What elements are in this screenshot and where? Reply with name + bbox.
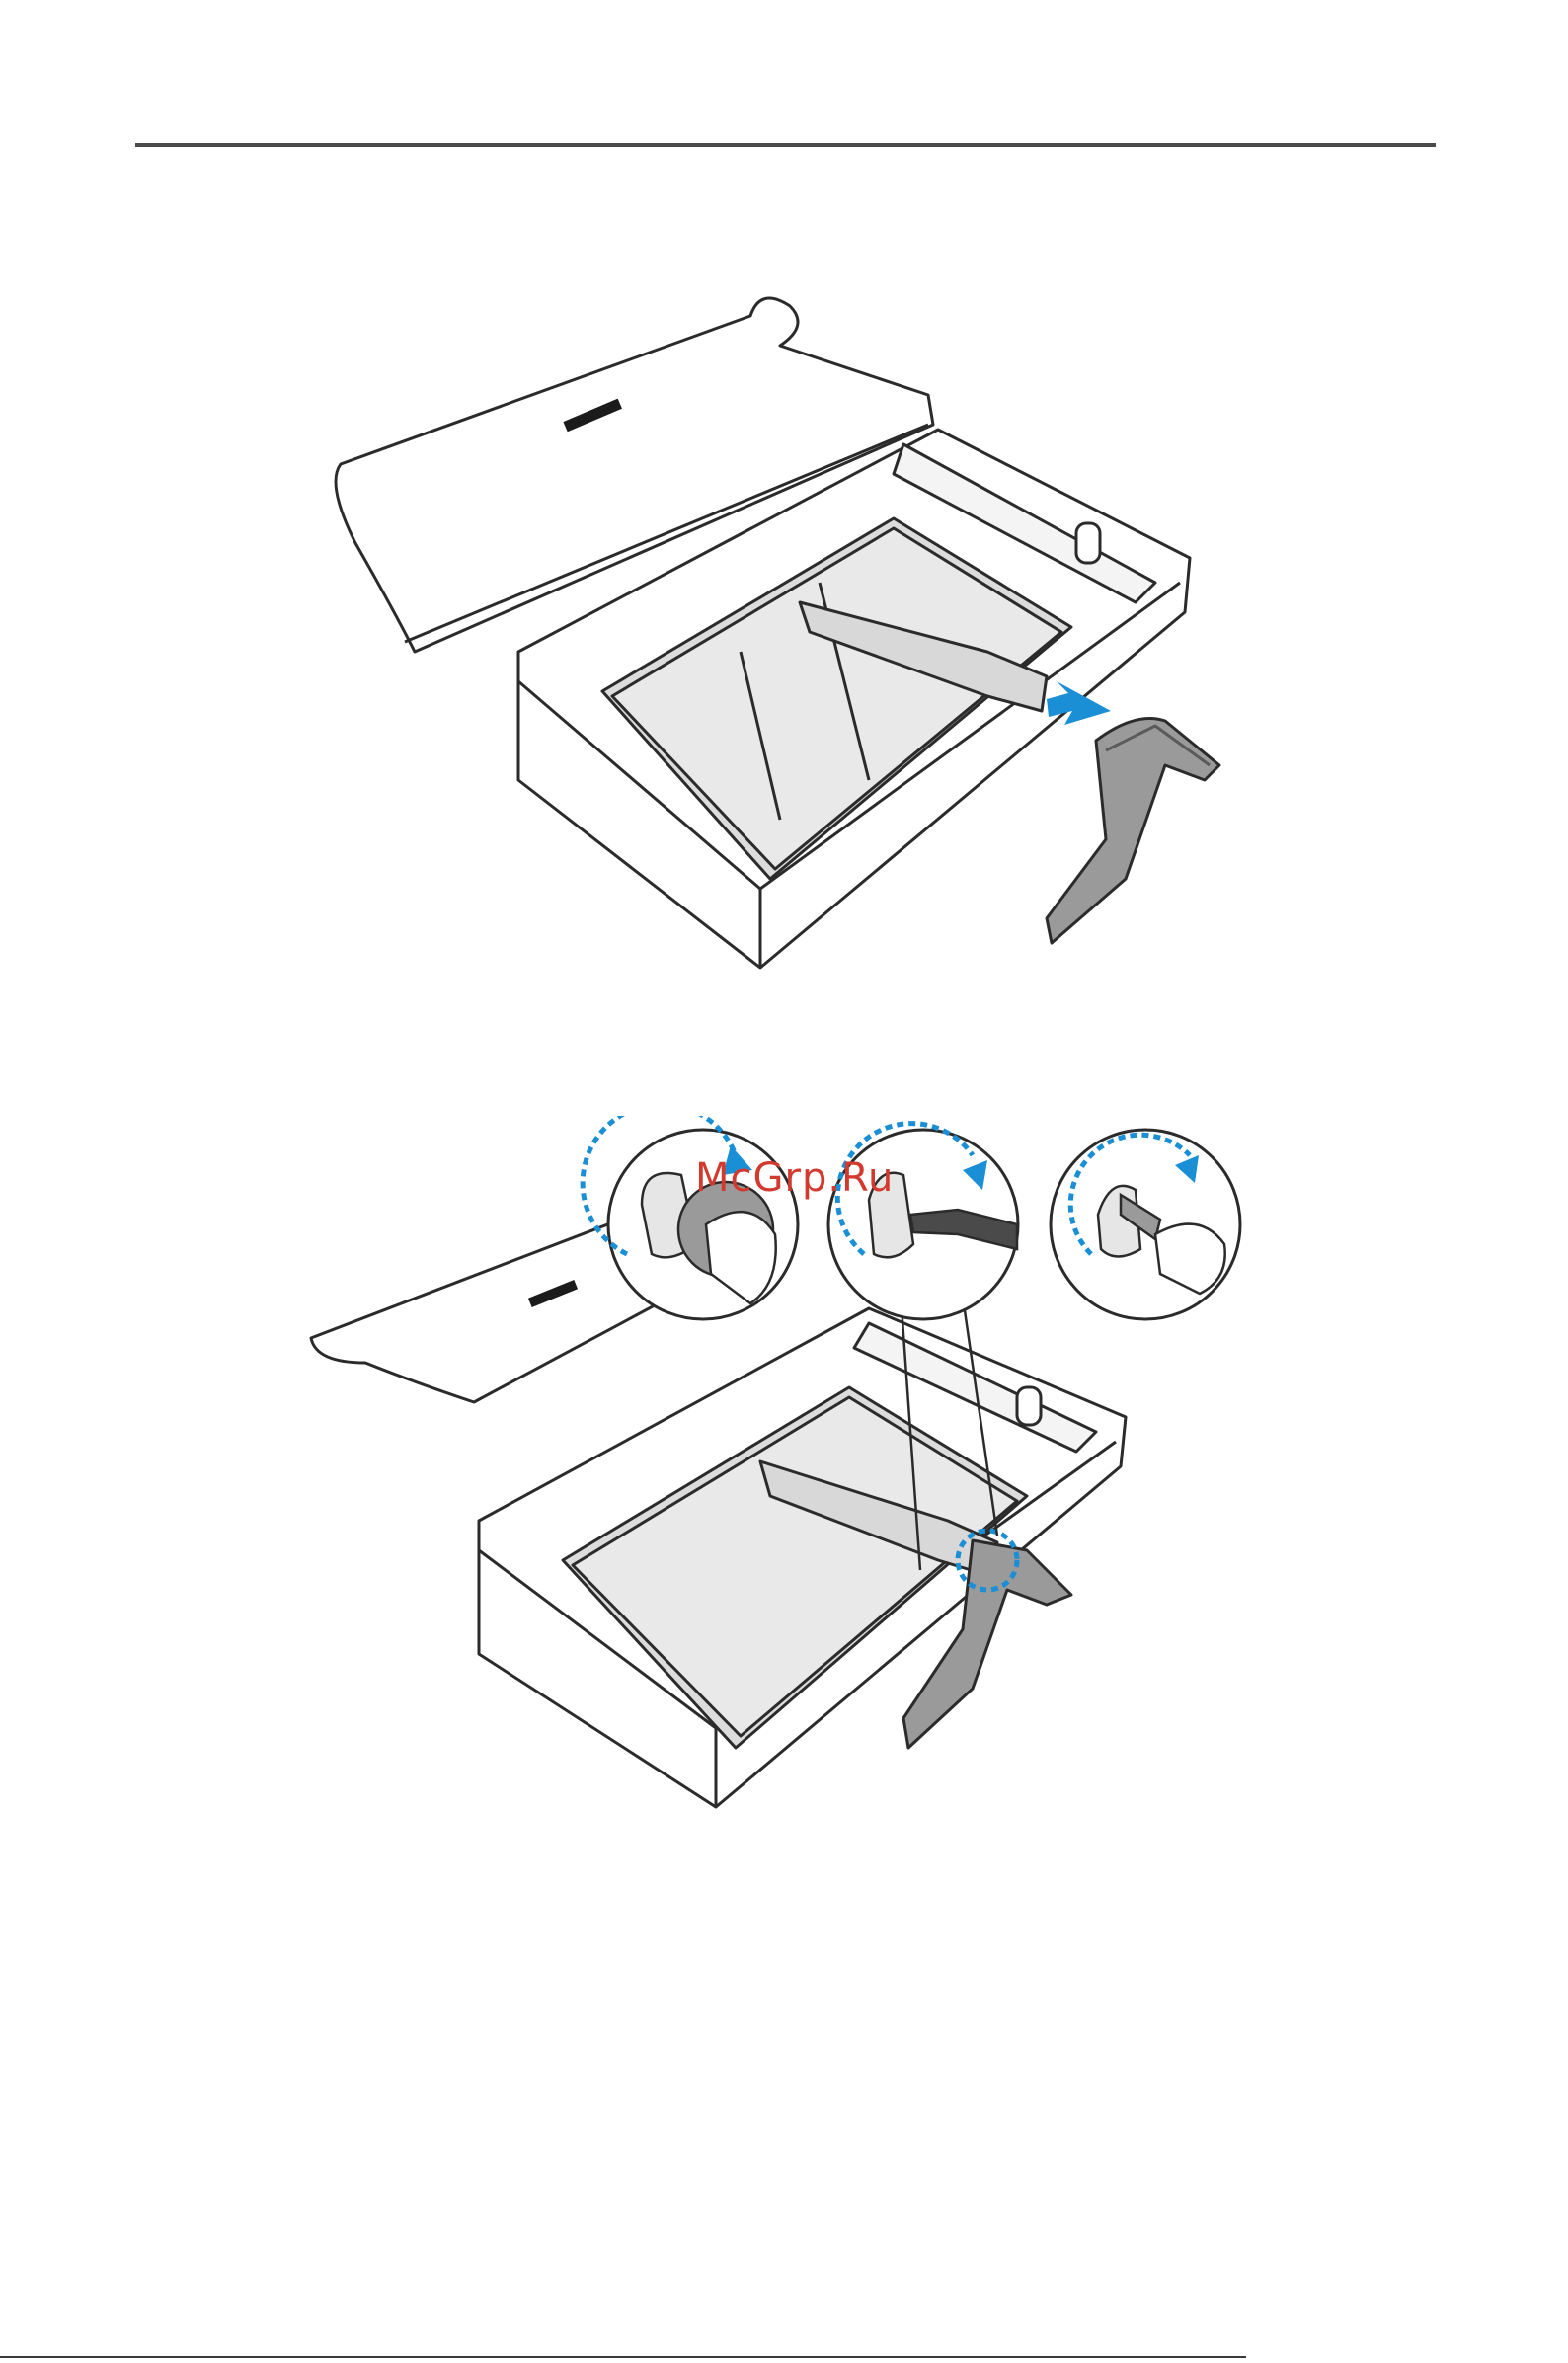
watermark-text: McGrp.Ru	[695, 1155, 894, 1201]
footer-fragment	[1215, 2348, 1442, 2363]
callout-fold-handle	[1051, 1130, 1240, 1319]
attach-stand-illustration	[0, 286, 1568, 997]
tighten-screw-illustration	[0, 1116, 1568, 1827]
footer-rule	[0, 2356, 1246, 2358]
callout-screwdriver-rotate	[828, 1124, 1018, 1319]
header-rule	[135, 143, 1436, 147]
